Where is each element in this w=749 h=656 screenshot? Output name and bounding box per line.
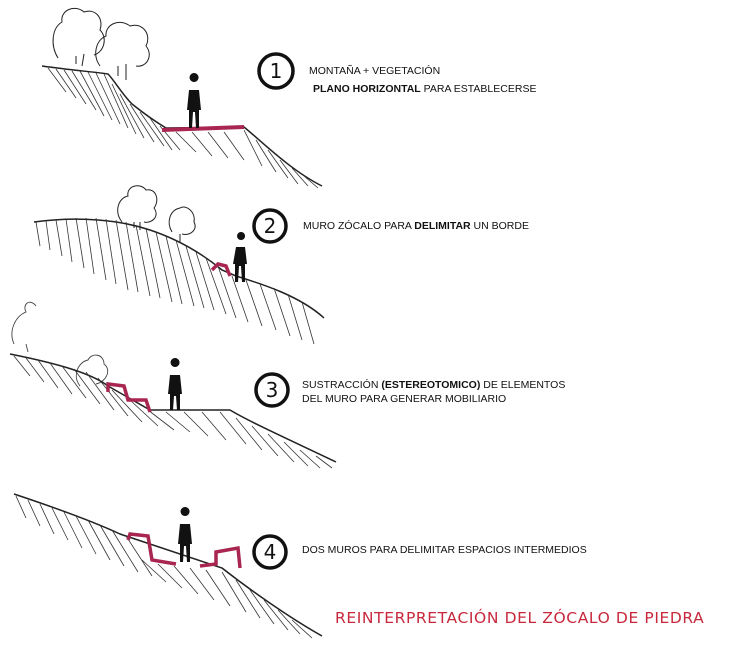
carved-furniture	[106, 382, 152, 413]
step-number: 1	[270, 59, 283, 83]
step-2-description: MURO ZÓCALO PARA DELIMITAR UN BORDE	[303, 219, 529, 232]
step-1-description: MONTAÑA + VEGETACIÓN PLANO HORIZONTAL PA…	[309, 64, 536, 95]
scene-1-sketch	[41, 7, 323, 189]
ground-line	[41, 65, 323, 187]
border-wall	[210, 262, 232, 277]
person-silhouette	[168, 358, 182, 410]
scene-4-sketch	[13, 493, 323, 639]
person-silhouette	[233, 232, 247, 282]
tree-outline	[168, 206, 196, 242]
step-number: 4	[264, 540, 277, 564]
step-4: 4 DOS MUROS PARA DELIMITAR ESPACIOS INTE…	[252, 534, 587, 570]
person-silhouette	[187, 73, 201, 128]
step-3: 3 SUSTRACCIÓN (ESTEREOTOMICO) DE ELEMENT…	[254, 372, 568, 408]
wall-right	[199, 545, 242, 569]
tree-outline	[11, 301, 37, 353]
tree-outline	[75, 354, 109, 387]
step-number: 3	[266, 378, 279, 402]
scene-2-sketch	[33, 185, 325, 345]
step-2: 2 MURO ZÓCALO PARA DELIMITAR UN BORDE	[252, 208, 529, 244]
tree-outline	[52, 7, 105, 67]
ground-line	[13, 493, 323, 637]
step-number-badge	[252, 534, 288, 570]
scene-3-sketch	[9, 301, 337, 469]
horizontal-plane	[161, 125, 245, 132]
step-number-badge	[257, 52, 295, 90]
step-3-description: SUSTRACCIÓN (ESTEREOTOMICO) DE ELEMENTOS…	[302, 378, 568, 405]
diagram-title: REINTERPRETACIÓN DEL ZÓCALO DE PIEDRA	[335, 609, 705, 627]
wall-left	[126, 532, 177, 566]
step-1: 1 MONTAÑA + VEGETACIÓN PLANO HORIZONTAL …	[257, 52, 536, 95]
step-number: 2	[264, 214, 277, 238]
step-1-line-2: PLANO HORIZONTAL PARA ESTABLECERSE	[313, 83, 536, 95]
step-number-badge	[254, 372, 290, 408]
step-1-line-1: MONTAÑA + VEGETACIÓN	[309, 64, 440, 77]
step-4-description: DOS MUROS PARA DELIMITAR ESPACIOS INTERM…	[302, 544, 587, 556]
person-silhouette	[178, 507, 192, 562]
step-number-badge	[252, 208, 288, 244]
tree-outline	[95, 21, 150, 80]
